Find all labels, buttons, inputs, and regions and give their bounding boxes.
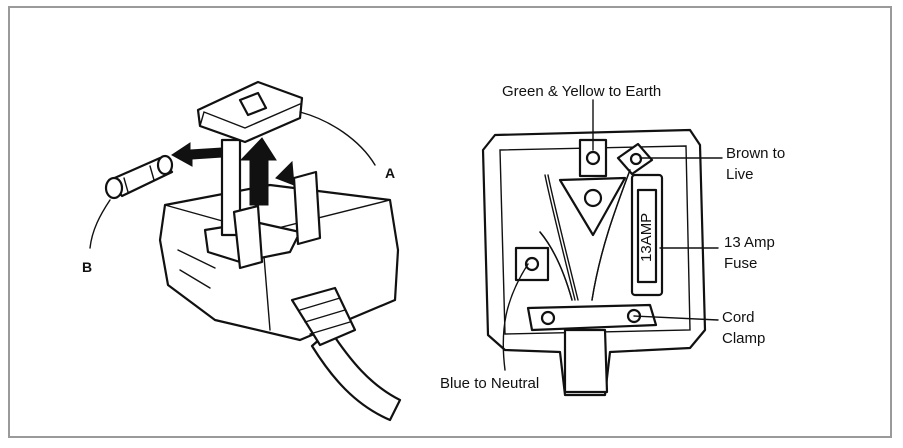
earth-wire xyxy=(544,174,576,301)
plug-pin-left xyxy=(232,204,264,270)
cable-exit xyxy=(563,328,609,394)
leader-clamp xyxy=(633,315,719,321)
fuse-body-text: 13AMP xyxy=(638,213,655,262)
label-fuse-line2: Fuse xyxy=(724,255,757,272)
label-a: A xyxy=(385,165,395,181)
plug-exterior-illustration xyxy=(89,80,402,422)
plug-body xyxy=(158,183,400,342)
left-arrow-icon xyxy=(171,142,223,167)
fuse-in-holder xyxy=(636,188,658,284)
label-clamp-line2: Clamp xyxy=(722,330,765,347)
cord-clamp xyxy=(526,303,658,332)
label-earth: Green & Yellow to Earth xyxy=(502,83,661,100)
leader-line-a xyxy=(299,111,376,166)
label-fuse-line1: 13 Amp xyxy=(724,234,775,251)
label-neutral: Blue to Neutral xyxy=(440,375,539,392)
leader-neutral xyxy=(502,263,529,371)
label-live-line1: Brown to xyxy=(726,145,785,162)
plug-interior-illustration: 13AMP xyxy=(481,99,723,397)
diagram-frame xyxy=(8,6,892,438)
plug-pin-right xyxy=(292,170,322,246)
label-b: B xyxy=(82,259,92,275)
up-arrow-icon xyxy=(239,137,277,206)
label-live-line2: Live xyxy=(726,166,754,183)
plug-cable xyxy=(310,328,402,422)
label-clamp-line1: Cord xyxy=(722,309,755,326)
leader-line-b xyxy=(89,199,111,249)
